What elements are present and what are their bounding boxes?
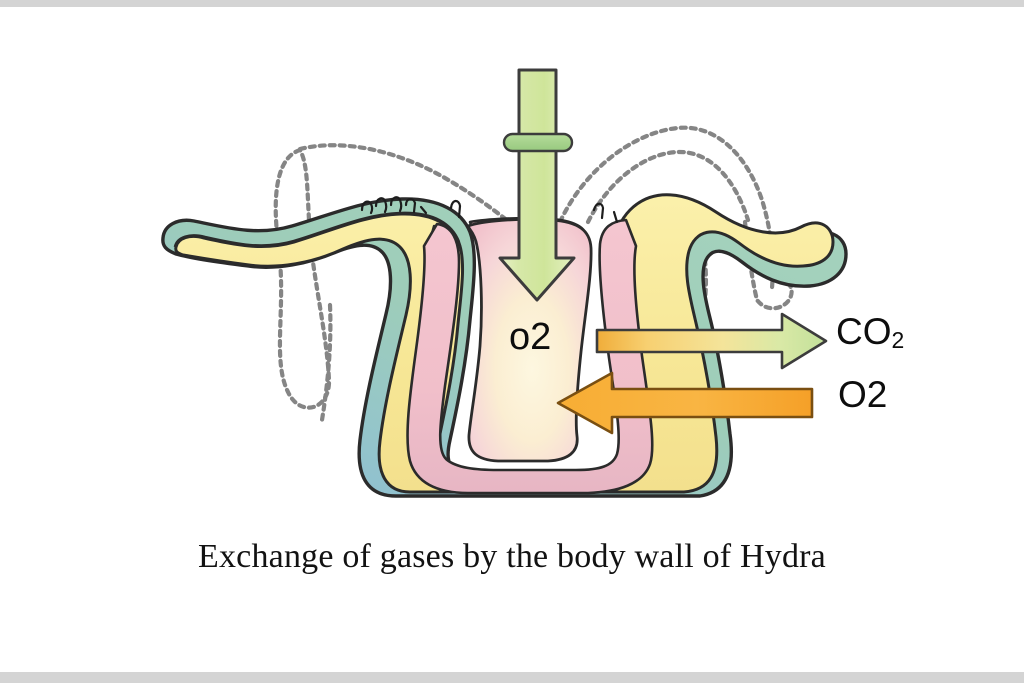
arrow-stop-pill [502,132,574,153]
co2-label: CO2 [836,313,904,352]
oxygen-inflow-arrow-vertical [498,68,576,302]
oxygen-inflow-arrow-horizontal [556,371,814,435]
o2-label: O2 [838,374,888,415]
slide-frame-bottom [0,672,1024,683]
cavity-gas-label: o2 [509,316,552,358]
figure-caption: Exchange of gases by the body wall of Hy… [198,538,826,575]
carbon-dioxide-outflow-arrow [595,312,828,370]
co2-label-text: CO [836,311,892,352]
co2-label-subscript: 2 [891,327,905,354]
nematocysts [360,196,619,224]
slide-frame-top [0,0,1024,7]
body-wall-endoderm [406,218,654,495]
